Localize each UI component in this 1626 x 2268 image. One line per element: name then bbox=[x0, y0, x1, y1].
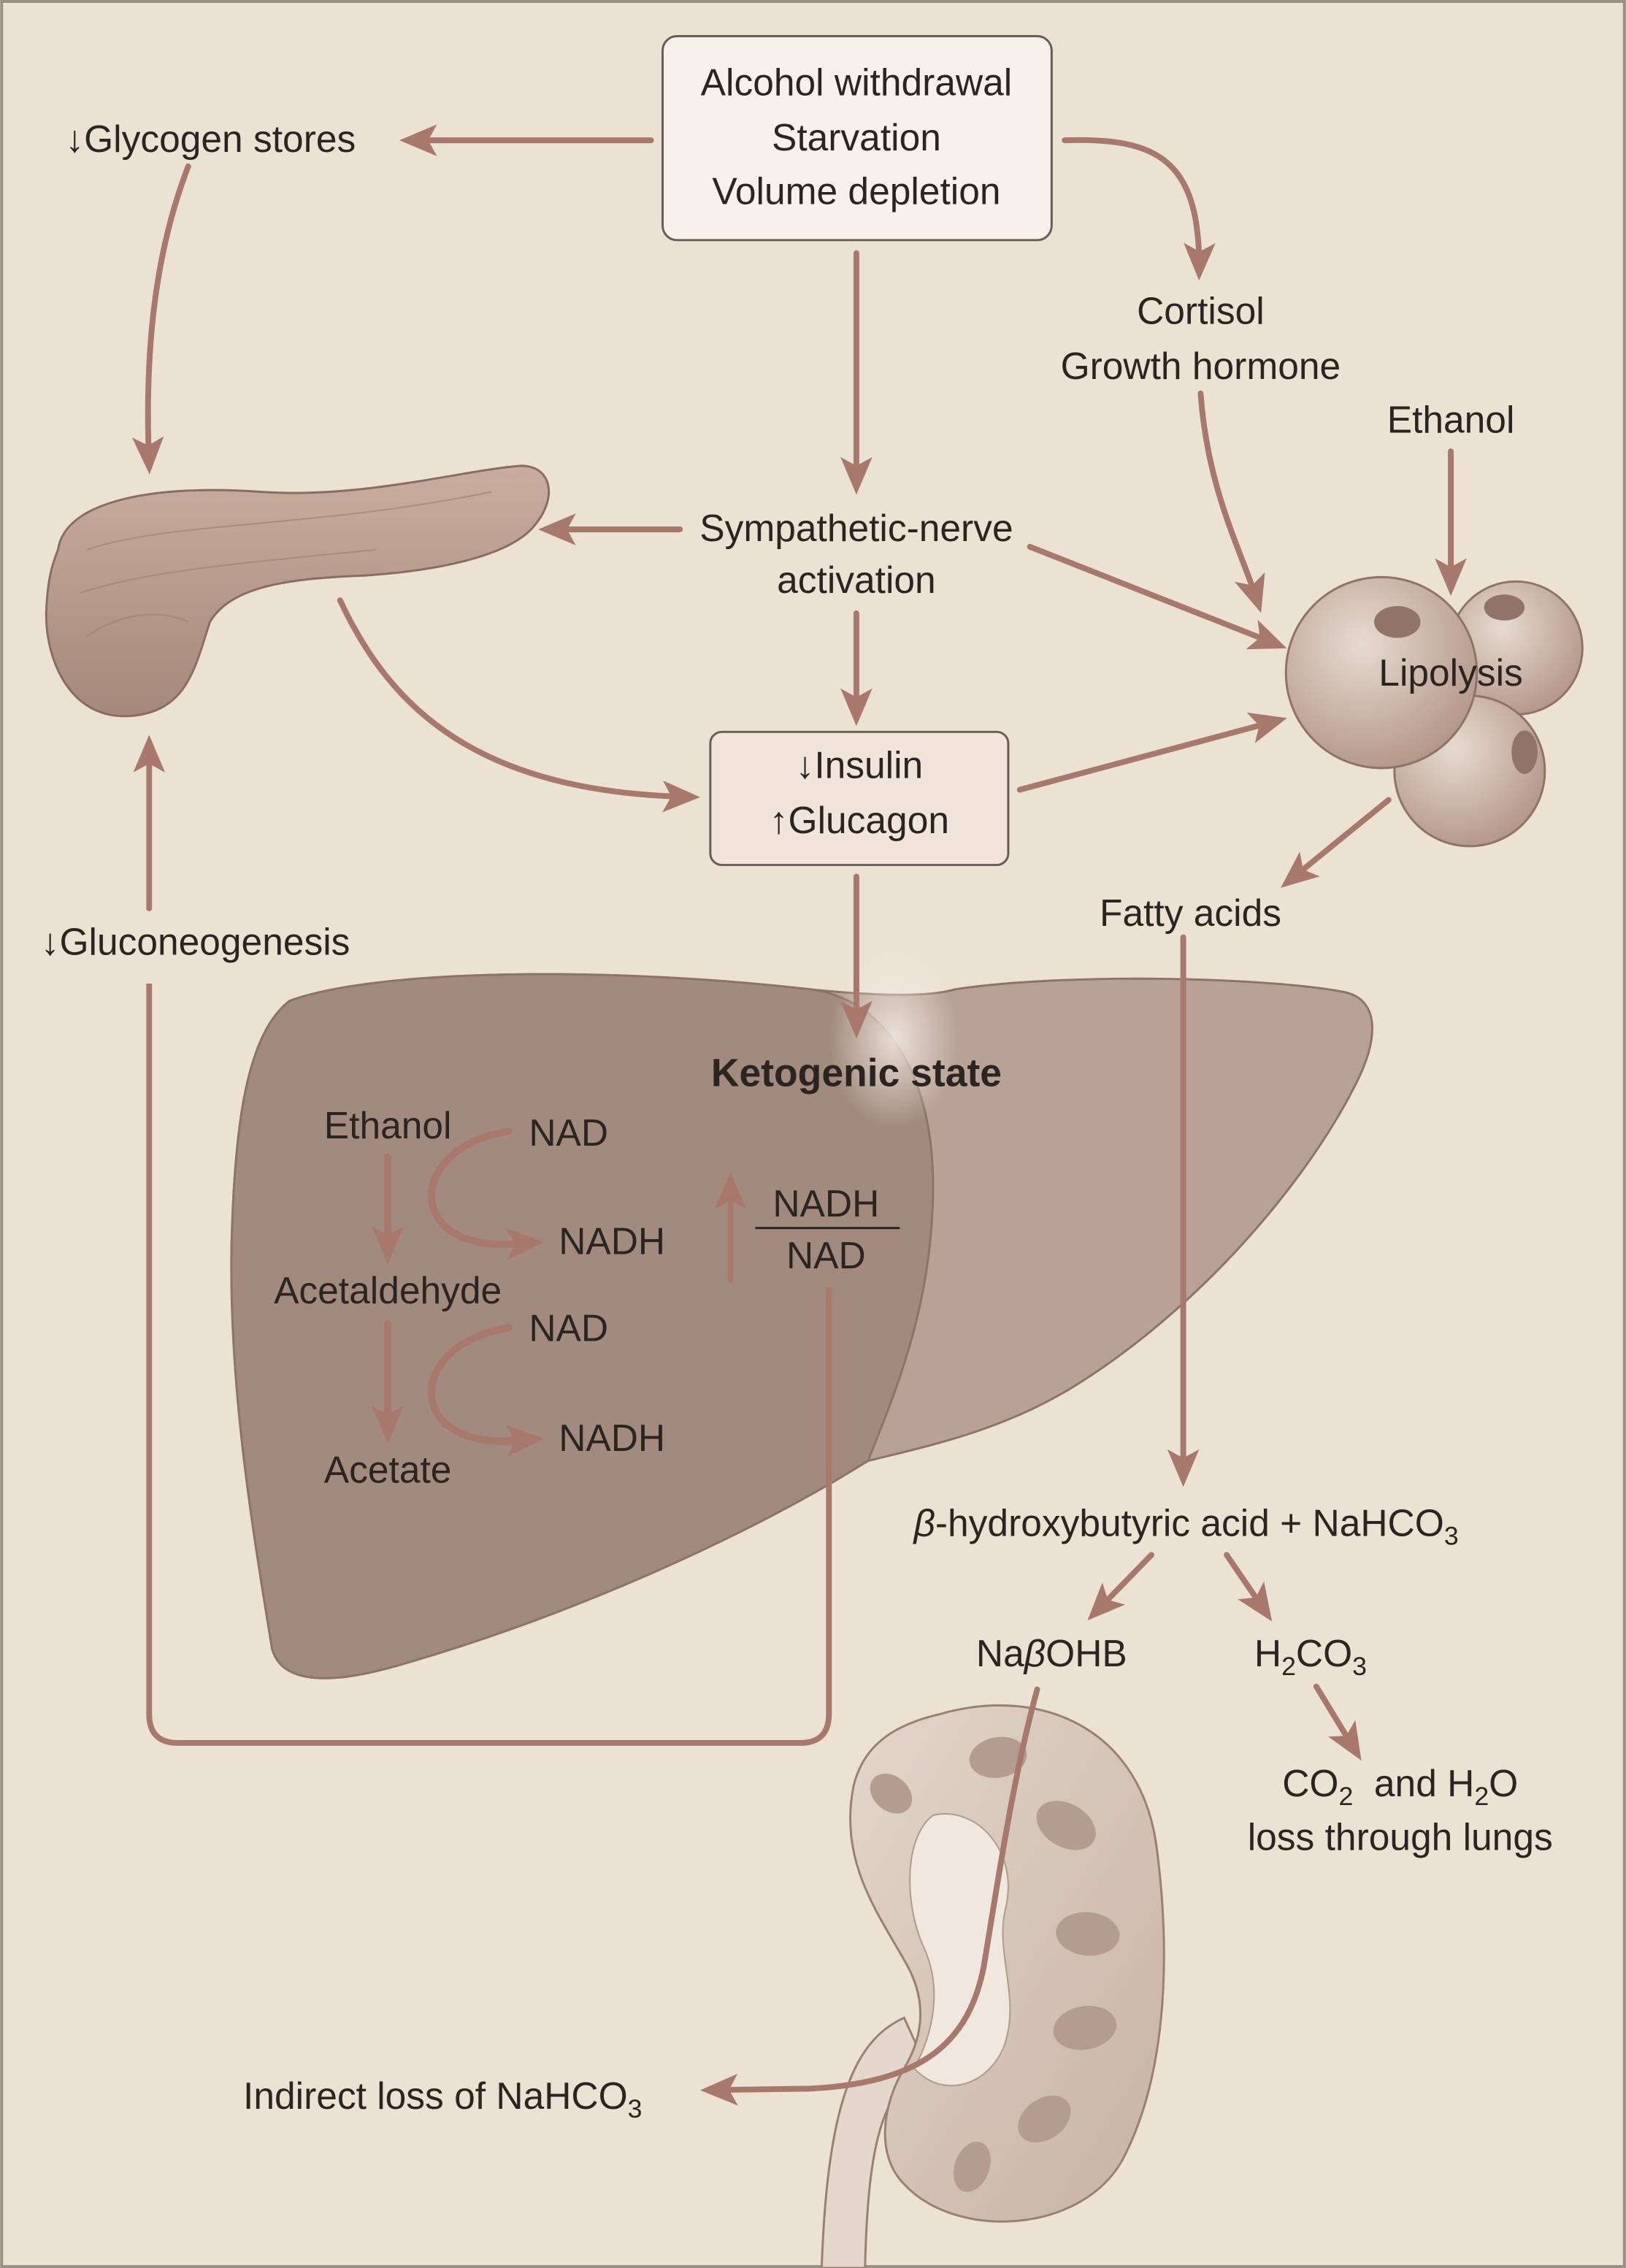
lung-loss-line1: CO2 and H2O bbox=[1282, 1762, 1518, 1811]
glucagon-label: ↑Glucagon bbox=[770, 799, 949, 841]
arrow-cortisol-to-lipolysis bbox=[1197, 390, 1265, 613]
renal-pyramid bbox=[870, 1773, 913, 1814]
lung-loss-line2: loss through lungs bbox=[1248, 1816, 1553, 1858]
sympathetic-label-line1: Sympathetic-nerve bbox=[699, 507, 1013, 549]
arrow-carbonic-acid-to-lungs bbox=[1313, 1683, 1362, 1761]
fat-cell-main bbox=[1284, 575, 1479, 770]
arrow-glycogen-to-pancreas bbox=[131, 163, 191, 475]
insulin-label: ↓Insulin bbox=[796, 744, 924, 786]
renal-pelvis bbox=[909, 1813, 1011, 2087]
nad-label-1: NAD bbox=[529, 1111, 608, 1154]
arrow-lipolysis-to-fatty-acids bbox=[1281, 797, 1392, 888]
renal-pyramid bbox=[953, 2141, 991, 2192]
co-text: CO bbox=[1296, 1632, 1352, 1674]
and-h-text: and H bbox=[1353, 1762, 1474, 1804]
liver-ligament-highlight bbox=[829, 949, 959, 1129]
nadh-label-1: NADH bbox=[559, 1219, 665, 1262]
kidney-illustration bbox=[820, 1704, 1165, 2268]
sympathetic-label-line2: activation bbox=[777, 559, 936, 601]
liver-ethanol-label: Ethanol bbox=[324, 1104, 452, 1146]
subscript: 2 bbox=[1474, 1782, 1489, 1811]
line-ratio-to-gluconeogenesis bbox=[146, 983, 832, 1746]
beta-symbol: β bbox=[912, 1502, 935, 1544]
arrow-na-bohb-to-indirect-loss bbox=[699, 1686, 1040, 2106]
arrow-nad-to-nadh-1 bbox=[427, 1127, 545, 1260]
gluconeogenesis-label: ↓Gluconeogenesis bbox=[41, 920, 350, 962]
arrow-triggers-to-cortisol bbox=[1062, 137, 1216, 281]
bhb-buffering-label: β-hydroxybutyric acid + NaHCO3 bbox=[912, 1502, 1458, 1551]
na-bohb-label: NaβOHB bbox=[976, 1632, 1127, 1674]
renal-pyramid bbox=[1056, 1912, 1120, 1956]
nad-label-2: NAD bbox=[529, 1306, 608, 1349]
arrow-sympathetic-to-lipolysis bbox=[1027, 543, 1287, 650]
insulin-glucagon-box bbox=[709, 730, 1010, 867]
subscript: 2 bbox=[1281, 1652, 1296, 1681]
bhb-text: -hydroxybutyric acid + NaHCO bbox=[935, 1502, 1444, 1544]
o-text: O bbox=[1489, 1762, 1518, 1804]
renal-pyramid bbox=[1036, 1801, 1096, 1850]
subscript: 3 bbox=[1444, 1522, 1459, 1551]
co-text: CO bbox=[1282, 1762, 1338, 1804]
acetaldehyde-label: Acetaldehyde bbox=[274, 1269, 502, 1311]
beta-symbol: β bbox=[1023, 1632, 1046, 1674]
indirect-loss-label: Indirect loss of NaHCO3 bbox=[243, 2074, 642, 2123]
carbonic-acid-label: H2CO3 bbox=[1254, 1632, 1367, 1681]
triggers-box bbox=[661, 35, 1053, 242]
indirect-loss-text: Indirect loss of NaHCO bbox=[243, 2074, 628, 2117]
glycogen-stores-label: ↓Glycogen stores bbox=[65, 118, 356, 160]
acetate-label: Acetate bbox=[324, 1448, 452, 1490]
ethanol-input-label: Ethanol bbox=[1387, 398, 1515, 440]
fat-cell-nucleus bbox=[1511, 730, 1538, 774]
renal-pyramid bbox=[969, 1736, 1027, 1778]
trigger-volume-depletion: Volume depletion bbox=[712, 169, 1000, 212]
subscript: 3 bbox=[628, 2094, 643, 2123]
fat-cell-nucleus bbox=[1374, 605, 1421, 638]
cortisol-label: Cortisol bbox=[1137, 290, 1265, 332]
ratio-numerator: NADH bbox=[772, 1182, 879, 1225]
nadh-label-2: NADH bbox=[559, 1417, 665, 1459]
pancreas-illustration bbox=[45, 464, 551, 718]
arrow-bhb-to-carbonic-acid bbox=[1224, 1552, 1273, 1622]
pancreas-texture bbox=[79, 491, 492, 637]
subscript: 2 bbox=[1338, 1782, 1353, 1811]
na-text: Na bbox=[976, 1632, 1024, 1674]
liver-illustration bbox=[230, 949, 1373, 1679]
trigger-alcohol-withdrawal: Alcohol withdrawal bbox=[701, 61, 1013, 104]
growth-hormone-label: Growth hormone bbox=[1061, 345, 1341, 387]
fat-cell-nucleus bbox=[1484, 594, 1525, 621]
renal-pyramid bbox=[1018, 2095, 1071, 2143]
subscript: 3 bbox=[1352, 1652, 1367, 1681]
arrow-pancreas-to-insulin bbox=[337, 597, 700, 813]
h-text: H bbox=[1254, 1632, 1281, 1674]
fatty-acids-label: Fatty acids bbox=[1100, 892, 1281, 934]
lipolysis-label: Lipolysis bbox=[1378, 651, 1523, 694]
arrow-nad-to-nadh-2 bbox=[427, 1324, 545, 1457]
ratio-denominator: NAD bbox=[786, 1234, 866, 1276]
ohb-text: OHB bbox=[1046, 1632, 1127, 1674]
renal-pyramid bbox=[1053, 2005, 1117, 2050]
arrow-bhb-to-na-bohb bbox=[1087, 1552, 1154, 1621]
ketogenic-state-label: Ketogenic state bbox=[711, 1052, 1002, 1095]
trigger-starvation: Starvation bbox=[772, 116, 941, 158]
liver-right-lobe bbox=[230, 973, 935, 1679]
fat-cells-illustration bbox=[1284, 575, 1584, 848]
arrow-insulin-to-lipolysis bbox=[1016, 712, 1287, 793]
